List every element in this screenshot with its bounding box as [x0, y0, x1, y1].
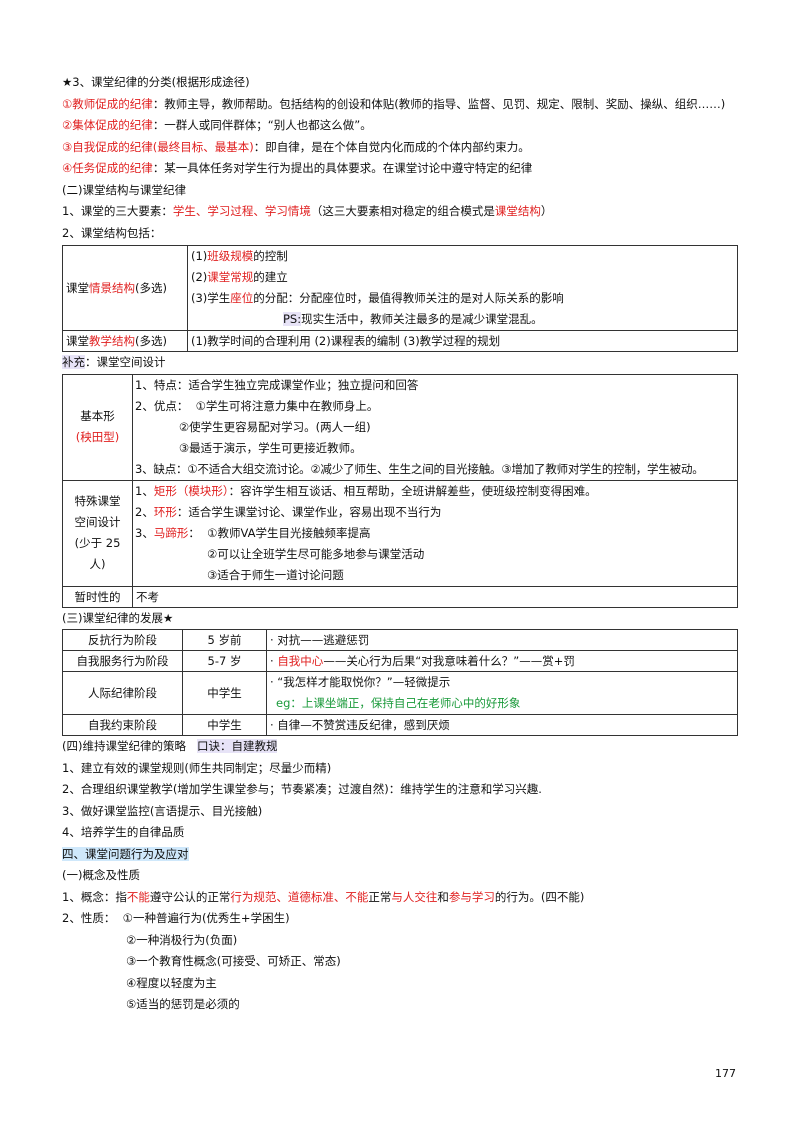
table-cell: 不考: [132, 585, 738, 608]
table-cell: · 自我中心——关心行为后果“对我意味着什么？”——赏+罚: [266, 650, 738, 672]
table-cell: 暂时性的: [62, 585, 133, 608]
table-cell: 基本形 (秧田型): [62, 373, 133, 481]
list-item: 3、做好课堂监控(言语提示、目光接触): [62, 803, 263, 818]
list-item: 1、建立有效的课堂规则(师生共同制定；尽量少而精): [62, 760, 332, 775]
table-row: 特殊课堂 空间设计 (少于 25 人) 1、矩形（模块形）：容许学生相互谈话、相…: [62, 479, 738, 587]
list-item: ②集体促成的纪律：一群人或同伴群体；“别人也都这么做”。: [62, 118, 372, 132]
structure-table: 课堂情景结构(多选) (1)班级规模的控制 (2)课堂常规的建立 (3)学生座位…: [62, 245, 738, 352]
property-line: ④程度以轻度为主: [126, 975, 217, 990]
table-cell: 5 岁前: [182, 629, 267, 651]
supplement-line: 补充：课堂空间设计: [62, 355, 166, 369]
section-title: (三)课堂纪律的发展★: [62, 610, 174, 625]
list-item: ③自我促成的纪律(最终目标、最基本)：即自律，是在个体自觉内化而成的个体内部约束…: [62, 139, 530, 154]
discipline-development-table: 反抗行为阶段 5 岁前 · 对抗——逃避惩罚 自我服务行为阶段 5-7 岁 · …: [62, 629, 738, 736]
table-cell: (1)教学时间的合理利用 (2)课程表的编制 (3)教学过程的规划: [187, 330, 738, 352]
property-line: ③一个教育性概念(可接受、可矫正、常态): [126, 954, 341, 968]
table-cell: 课堂教学结构(多选): [62, 330, 188, 352]
table-cell: 1、矩形（模块形）：容许学生相互谈话、相互帮助，全班讲解差些，使班级控制变得困难…: [132, 479, 738, 587]
table-cell: 自我服务行为阶段: [62, 650, 183, 672]
table-cell: · 对抗——逃避惩罚: [266, 629, 738, 651]
property-line: ⑤适当的惩罚是必须的: [126, 997, 240, 1011]
list-item: 1、课堂的三大要素：学生、学习过程、学习情境（这三大要素相对稳定的组合模式是课堂…: [62, 204, 553, 218]
section-title: (二)课堂结构与课堂纪律: [62, 182, 186, 197]
list-item: ①教师促成的纪律：教师主导，教师帮助。包括结构的创设和体贴(教师的指导、监督、见…: [62, 96, 726, 111]
table-cell: 反抗行为阶段: [62, 629, 183, 651]
property-line: ②一种消极行为(负面): [126, 932, 238, 947]
table-cell: 课堂情景结构(多选): [62, 245, 188, 331]
table-row: 课堂情景结构(多选) (1)班级规模的控制 (2)课堂常规的建立 (3)学生座位…: [62, 245, 738, 331]
page-number: 177: [715, 1067, 736, 1080]
chapter-title: 四、课堂问题行为及应对: [62, 846, 189, 861]
table-row: 基本形 (秧田型) 1、特点：适合学生独立完成课堂作业；独立提问和回答 2、优点…: [62, 373, 738, 481]
table-row: 自我服务行为阶段 5-7 岁 · 自我中心——关心行为后果“对我意味着什么？”—…: [62, 650, 738, 672]
section-title: (一)概念及性质: [62, 868, 140, 882]
table-cell: 5-7 岁: [182, 650, 267, 672]
table-cell: 自我约束阶段: [62, 714, 183, 736]
space-design-table: 基本形 (秧田型) 1、特点：适合学生独立完成课堂作业；独立提问和回答 2、优点…: [62, 373, 738, 608]
property-line: 2、性质： ①一种普遍行为(优秀生+学困生): [62, 911, 290, 925]
table-cell: 特殊课堂 空间设计 (少于 25 人): [62, 479, 133, 587]
list-item: 4、培养学生的自律品质: [62, 825, 185, 839]
definition-line: 1、概念：指不能遵守公认的正常行为规范、道德标准、不能正常与人交往和参与学习的行…: [62, 889, 585, 904]
section-title: ★3、课堂纪律的分类(根据形成途径): [62, 75, 250, 89]
mnemonic: 口诀：自建教规: [196, 739, 278, 753]
table-row: 反抗行为阶段 5 岁前 · 对抗——逃避惩罚: [62, 629, 738, 651]
table-row: 课堂教学结构(多选) (1)教学时间的合理利用 (2)课程表的编制 (3)教学过…: [62, 330, 738, 352]
table-row: 暂时性的 不考: [62, 585, 738, 608]
list-item: 2、课堂结构包括：: [62, 225, 162, 240]
table-cell: · “我怎样才能取悦你？”—轻微提示 eg：上课坐端正，保持自己在老师心中的好形…: [266, 671, 738, 715]
document-page: ★3、课堂纪律的分类(根据形成途径) ①教师促成的纪律：教师主导，教师帮助。包括…: [62, 72, 738, 1016]
list-item: ④任务促成的纪律：某一具体任务对学生行为提出的具体要求。在课堂讨论中遵守特定的纪…: [62, 161, 533, 175]
table-cell: 中学生: [182, 714, 267, 736]
table-cell: 中学生: [182, 671, 267, 715]
table-cell: 人际纪律阶段: [62, 671, 183, 715]
table-row: 人际纪律阶段 中学生 · “我怎样才能取悦你？”—轻微提示 eg：上课坐端正，保…: [62, 671, 738, 715]
section-title: (四)维持课堂纪律的策略 口诀：自建教规: [62, 739, 278, 753]
list-item: 2、合理组织课堂教学(增加学生课堂参与；节奏紧凑；过渡自然)：维持学生的注意和学…: [62, 782, 542, 796]
table-cell: (1)班级规模的控制 (2)课堂常规的建立 (3)学生座位的分配：分配座位时，最…: [187, 245, 738, 331]
table-cell: · 自律—不赞赏违反纪律，感到厌烦: [266, 714, 738, 736]
table-cell: 1、特点：适合学生独立完成课堂作业；独立提问和回答 2、优点： ①学生可将注意力…: [132, 373, 738, 481]
table-row: 自我约束阶段 中学生 · 自律—不赞赏违反纪律，感到厌烦: [62, 714, 738, 736]
